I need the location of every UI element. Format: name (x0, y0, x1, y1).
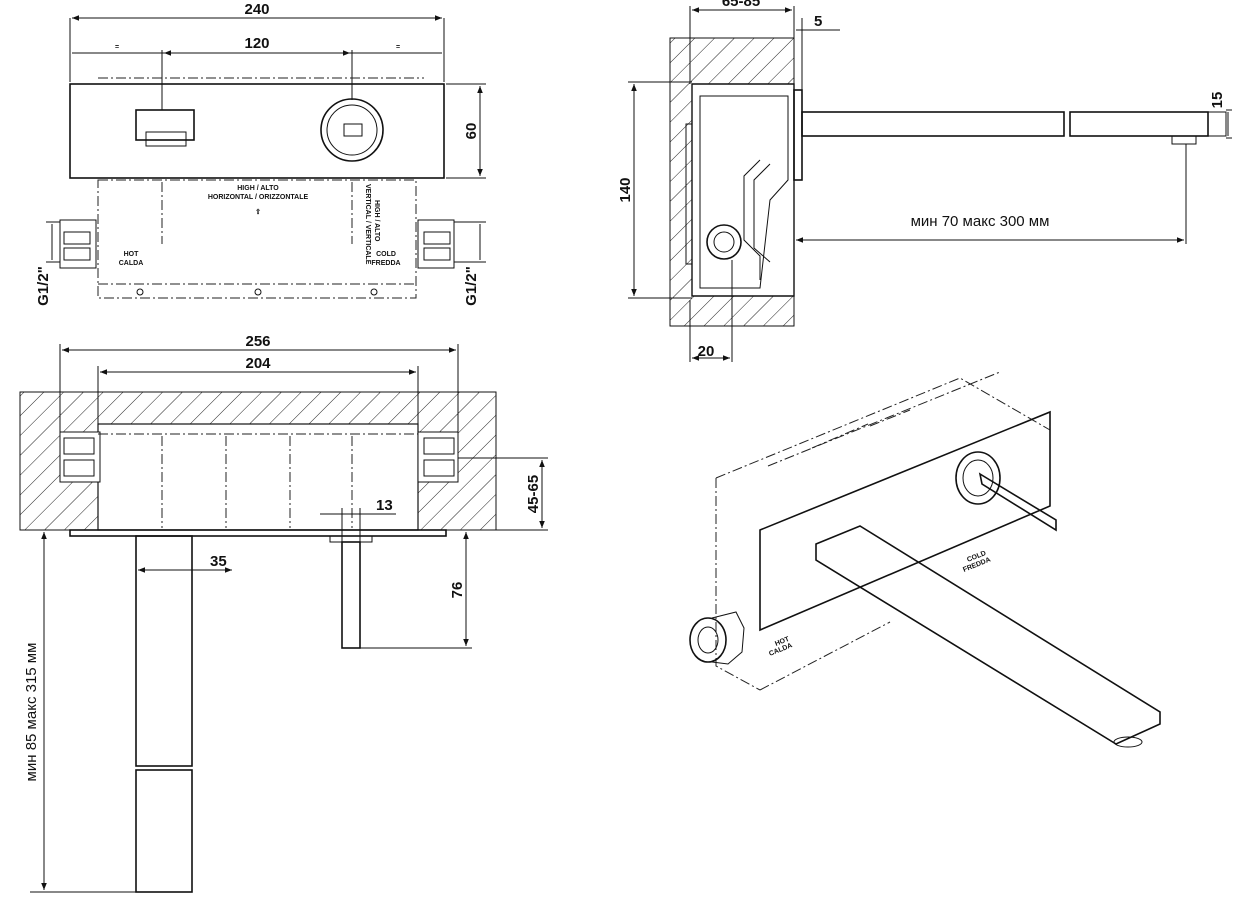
dim-120: 120 (244, 35, 269, 52)
iso-knob (955, 451, 1001, 505)
top-view: 256 204 45-65 13 35 76 мин 85 макс 315 м… (19, 333, 548, 893)
side-connection (706, 224, 742, 260)
svg-text:VERTICAL / VERTICALE: VERTICAL / VERTICALE (364, 184, 371, 265)
dim-204: 204 (245, 355, 271, 372)
knob-right (320, 98, 384, 162)
plan-plate (69, 529, 447, 537)
cover-plate (69, 83, 445, 179)
iso-view: HOT CALDA COLD FREDDA (689, 371, 1161, 748)
dim-65-85: 65-85 (722, 0, 760, 10)
side-plate (793, 89, 803, 181)
dim-5: 5 (814, 13, 822, 30)
hidden-box (97, 179, 417, 299)
dim-13: 13 (376, 497, 393, 514)
svg-text:FREDDA: FREDDA (371, 260, 400, 267)
side-spout (801, 111, 1065, 137)
plan-stem (341, 541, 361, 649)
svg-text:⇧: ⇧ (255, 208, 261, 216)
dim-35: 35 (210, 553, 227, 570)
svg-text:HORIZONTAL / ORIZZONTALE: HORIZONTAL / ORIZZONTALE (208, 194, 309, 201)
dim-60: 60 (463, 123, 480, 140)
svg-text:=: = (396, 44, 400, 51)
pipe-left-label: G1/2" (35, 266, 52, 306)
dim-76: 76 (449, 582, 466, 599)
dim-240: 240 (244, 1, 269, 18)
svg-text:HIGH / ALTO: HIGH / ALTO (373, 200, 380, 242)
front-view: 240 120 = = 60 HIGH / ALTO HORIZONTAL (35, 1, 486, 306)
plan-spout (135, 535, 193, 767)
svg-text:CALDA: CALDA (119, 260, 144, 267)
knob-left (135, 109, 195, 141)
dim-45-65: 45-65 (525, 475, 542, 513)
svg-text:HIGH / ALTO: HIGH / ALTO (237, 185, 279, 192)
iso-plate (759, 410, 1051, 632)
svg-text:HOT: HOT (124, 251, 140, 258)
dim-20: 20 (698, 343, 715, 360)
plan-spout-range: мин 85 макс 315 мм (23, 643, 40, 782)
connector-right (417, 219, 455, 269)
side-spout-range: мин 70 макс 300 мм (911, 213, 1050, 230)
svg-text:=: = (115, 44, 119, 51)
svg-text:COLD: COLD (376, 251, 396, 258)
dim-140: 140 (617, 177, 634, 202)
dim-15: 15 (1209, 92, 1226, 109)
pipe-right-label: G1/2" (463, 266, 480, 306)
dim-256: 256 (245, 333, 270, 350)
iso-hot-connector (689, 611, 745, 665)
side-view: 65-85 5 140 15 мин 70 макс 300 мм 20 (617, 0, 1232, 362)
connector-left (59, 219, 97, 269)
